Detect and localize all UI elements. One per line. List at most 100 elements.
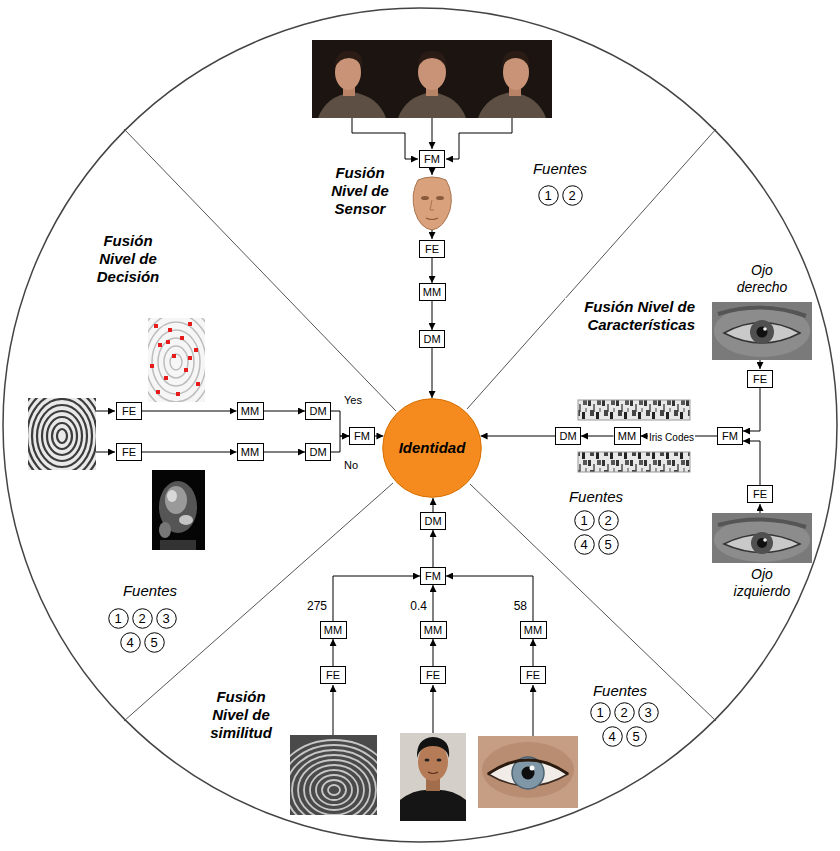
source-circle-shape	[574, 510, 594, 530]
source-number: 1	[538, 185, 559, 206]
eye-photo-part	[757, 327, 768, 338]
process-box: FM	[717, 427, 743, 445]
fingerprint-image-part-part	[316, 775, 352, 805]
face-3d-model-part	[430, 200, 434, 210]
face-photo	[472, 40, 552, 118]
sources-label: Fuentes	[569, 488, 623, 506]
fingerprint-image	[274, 735, 394, 840]
source-number: 5	[144, 632, 165, 653]
sources-label: Fuentes	[533, 160, 587, 178]
eye-photo	[712, 513, 812, 563]
outer-circle	[3, 8, 837, 842]
identity-circle: Identidad	[382, 398, 482, 498]
process-box: FE	[116, 443, 142, 461]
source-circle-shape	[614, 702, 634, 722]
face-photo-part	[472, 40, 552, 118]
sources-label: Fuentes	[123, 582, 177, 600]
sources-label: Fuentes	[533, 160, 587, 178]
fusion-level-title: Fusión Nivel de similitud	[200, 688, 282, 742]
fingerprint-image-part-part	[322, 780, 346, 800]
source-circle-shape	[132, 608, 152, 628]
source-circle-shape	[144, 632, 164, 652]
flow-connector	[433, 639, 434, 666]
minutiae-map-part-part	[156, 390, 160, 394]
thermal-face-image-part	[165, 486, 187, 514]
fingerprint-image-part-part	[328, 785, 340, 795]
eye-photo-part	[714, 305, 810, 357]
box-label: MM	[424, 623, 442, 637]
source-circle-shape	[538, 185, 558, 205]
flow-arrow-part	[432, 118, 433, 149]
minutiae-map-part-part	[164, 346, 188, 378]
eye-label: Ojo derecho	[732, 262, 792, 296]
eye-photo-part	[714, 518, 810, 562]
flow-arrow-part	[432, 168, 433, 175]
eye-photo-part	[482, 742, 574, 798]
eye-photo	[478, 736, 578, 808]
fusion-level-title: Fusión Nivel de Decisión	[87, 232, 169, 286]
process-box: FE	[747, 370, 773, 388]
face-3d-model	[413, 177, 451, 230]
thermal-face-image-part	[179, 515, 193, 525]
fingerprint-image-part-part	[304, 765, 364, 815]
source-number-text: 1	[544, 188, 551, 203]
process-box: FE	[419, 240, 445, 258]
score-value: 58	[514, 599, 527, 613]
edge-label-text: Yes	[343, 394, 363, 407]
fusion-level-title: Fusión Nivel de Características	[565, 298, 695, 334]
thermal-face-image-part	[167, 490, 177, 502]
fingerprint-image-part-part	[290, 740, 377, 815]
iris-code-part	[578, 400, 690, 420]
process-box: MM	[614, 427, 641, 445]
eye-photo-part	[530, 766, 535, 771]
eye-photo-part	[712, 302, 812, 360]
source-number-text: 5	[604, 537, 611, 552]
edge-label: No	[343, 455, 359, 473]
minutiae-map-part-part	[154, 324, 158, 328]
source-circle-shape	[598, 510, 618, 530]
eye-photo	[712, 302, 812, 360]
process-box: DM	[305, 402, 331, 420]
process-box: MM	[237, 402, 264, 420]
minutiae-map	[134, 306, 218, 418]
fingerprint-image-part-part	[28, 398, 96, 470]
flow-connector	[264, 411, 306, 412]
minutiae-map-part-part	[164, 376, 168, 380]
fingerprint-image-part-part	[42, 411, 82, 461]
source-circle-shape	[562, 185, 582, 205]
source-number-text: 5	[150, 635, 157, 650]
face-3d-model-part	[426, 218, 438, 220]
process-box: FE	[320, 666, 346, 684]
flow-connector	[446, 576, 533, 621]
minutiae-map-part	[150, 322, 200, 396]
fingerprint-image-part-part	[37, 405, 87, 467]
minutiae-map-part-part	[150, 364, 154, 368]
flow-arrow-part	[533, 685, 534, 736]
fingerprint-image-part-part	[47, 417, 77, 455]
flow-connector	[743, 388, 760, 431]
flow-connector	[433, 498, 434, 512]
minutiae-map-part-part	[166, 340, 170, 344]
process-box: FE	[520, 666, 546, 684]
box-label: DM	[559, 429, 576, 443]
flow-connector	[264, 452, 306, 453]
box-label: FE	[526, 668, 540, 682]
process-box: FE	[116, 402, 142, 420]
source-number: 4	[120, 632, 141, 653]
process-box: FM	[419, 150, 445, 168]
face-3d-model-part	[421, 196, 429, 200]
process-box: MM	[520, 621, 547, 639]
minutiae-map-part-part	[148, 318, 205, 402]
face-photo-part	[400, 733, 466, 821]
source-number: 3	[638, 702, 659, 723]
fusion-level-title: Fusión Nivel de Sensor	[319, 164, 401, 218]
iris-codes-label: Iris Codes	[648, 432, 695, 444]
outer-circle-part	[3, 8, 837, 842]
eye-photo-part	[750, 320, 774, 344]
flow-connector	[142, 411, 237, 412]
iris-codes-label: Iris Codes	[648, 427, 695, 445]
source-number: 2	[562, 185, 583, 206]
face-photo-part	[437, 759, 442, 762]
source-number-text: 1	[596, 705, 603, 720]
